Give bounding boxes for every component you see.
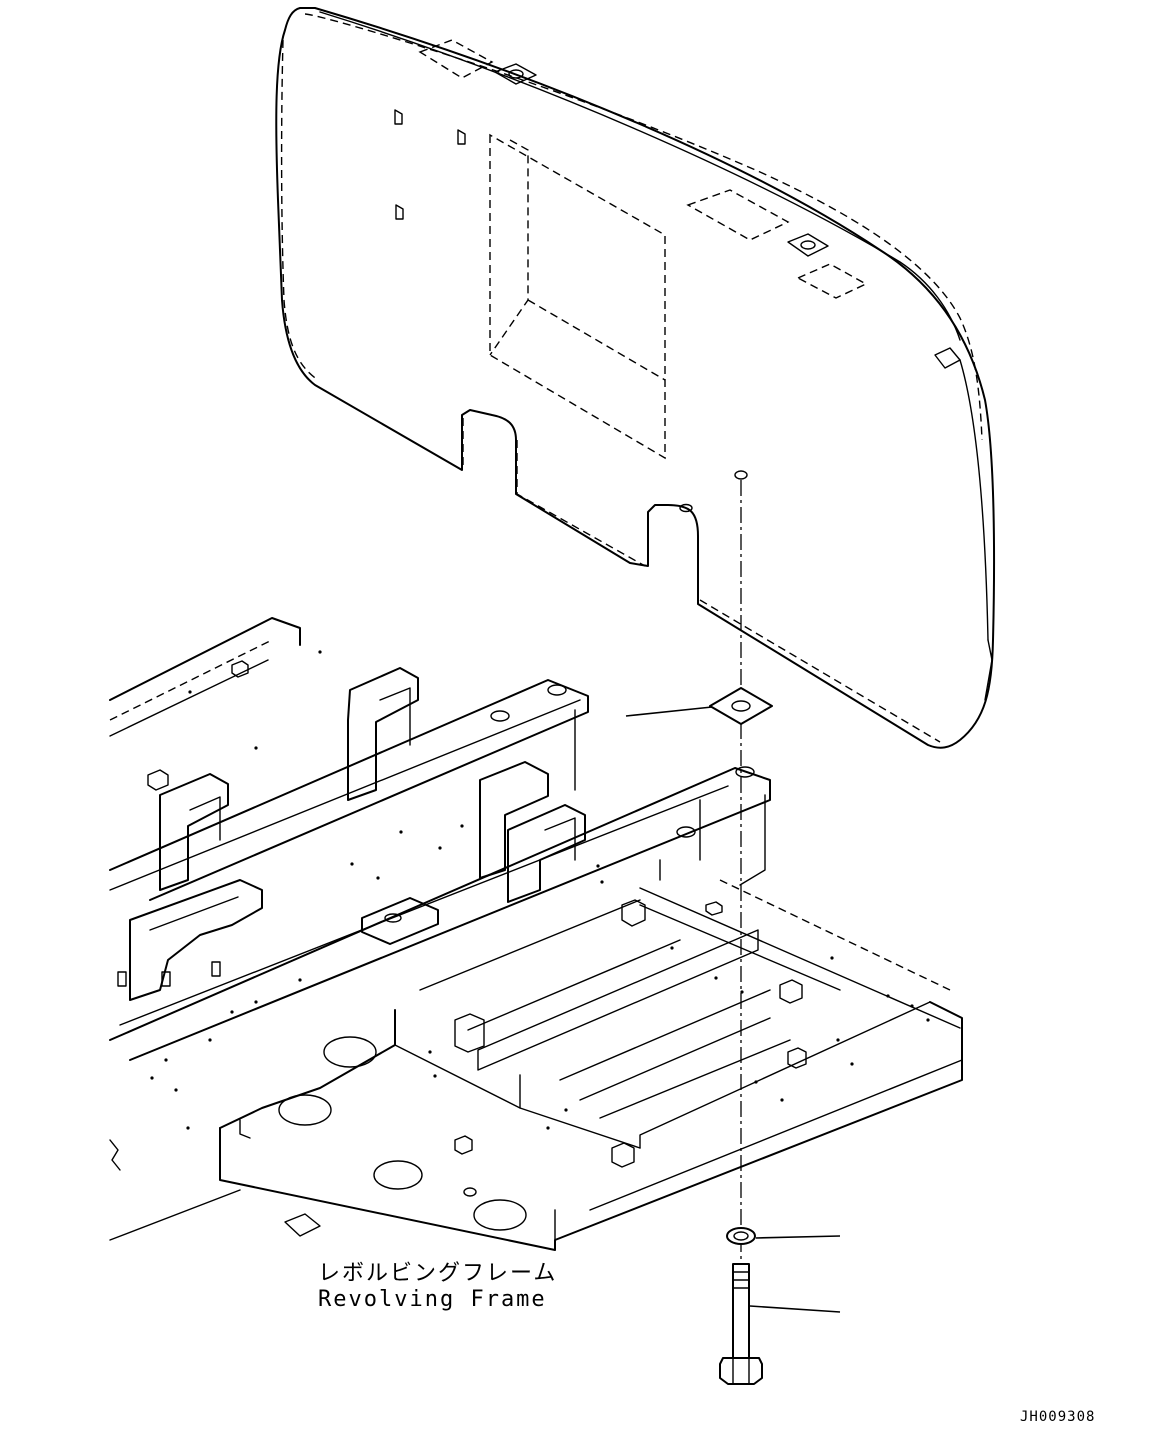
panel-hole [734,470,748,480]
leader-washer [755,1235,841,1239]
leader-plate [625,706,713,717]
bolt-assembly [625,470,841,1385]
revolving-frame [109,617,963,1251]
drawing-code: JH009308 [1020,1409,1095,1425]
top-boss-right [787,233,829,257]
frame-label-en: Revolving Frame [318,1287,547,1312]
washer [726,1227,756,1245]
leader-bolt [749,1305,841,1313]
frame-rivets [150,650,930,1130]
bolt [719,1263,763,1385]
top-boss-left [494,63,537,85]
frame-label-jp: レボルビングフレーム [318,1261,557,1286]
cover-panel [275,7,996,749]
square-plate [709,687,773,725]
